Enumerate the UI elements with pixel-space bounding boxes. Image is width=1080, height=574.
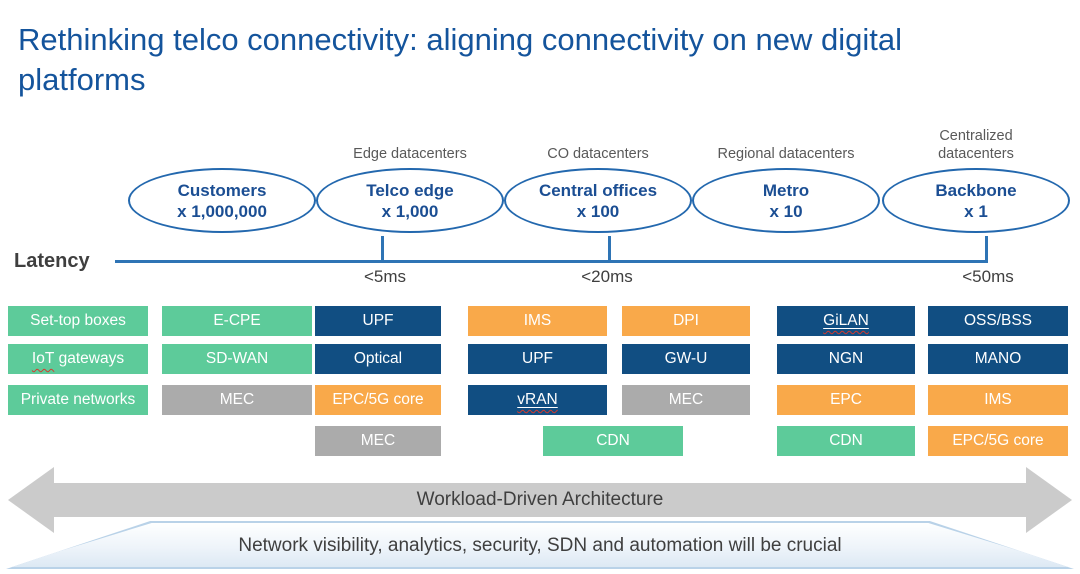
function-box-vran: vRAN [468,385,607,415]
function-box-gw-u: GW-U [622,344,750,374]
tier-ellipse-backbone: Backbone x 1 [882,168,1070,233]
spellcheck-underline: IoT [31,350,55,367]
tier-name: Backbone [935,180,1017,200]
latency-tick-20ms: <20ms [581,267,633,286]
footer-banner: Network visibility, analytics, security,… [6,521,1074,569]
slide-title: Rethinking telco connectivity: aligning … [18,22,902,97]
tier-name: Metro [762,180,810,200]
label-rest: gateways [54,350,125,367]
latency-axis-line [115,260,988,263]
function-box-gilan: GiLAN [777,306,915,336]
tier-ellipse-metro: Metro x 10 [692,168,880,233]
datacenter-label-co: CO datacenters [547,145,649,162]
latency-tick-mark [985,236,988,261]
tier-multiplier: x 1,000 [381,201,439,221]
tier-ellipse-customers: Customers x 1,000,000 [128,168,316,233]
tier-name: Customers [177,180,267,200]
function-box-epc: EPC [777,385,915,415]
arrow-right-head-icon [1026,467,1072,533]
latency-tick-50ms: <50ms [962,267,1014,286]
tier-multiplier: x 10 [769,201,803,221]
datacenter-label-regional: Regional datacenters [717,145,855,162]
tier-ellipse-telco-edge: Telco edge x 1,000 [316,168,504,233]
latency-axis-label: Latency [14,250,90,272]
datacenter-label-edge: Edge datacenters [353,145,467,162]
function-box-mec: MEC [622,385,750,415]
datacenter-label-centralized: Centralized datacenters [938,127,1014,162]
function-box-mec: MEC [162,385,312,415]
workload-arrow: Workload-Driven Architecture [52,483,1028,517]
function-box-private-networks: Private networks [8,385,148,415]
function-box-epc-5g-core: EPC/5G core [315,385,441,415]
function-box-upf: UPF [468,344,607,374]
function-box-oss-bss: OSS/BSS [928,306,1068,336]
latency-tick-mark [608,236,611,261]
function-box-dpi: DPI [622,306,750,336]
function-box-e-cpe: E-CPE [162,306,312,336]
function-box-ims: IMS [468,306,607,336]
function-box-mec: MEC [315,426,441,456]
spellcheck-underline: GiLAN [823,312,869,329]
spellcheck-underline: vRAN [517,391,558,408]
footer-banner-fill [8,523,1072,567]
function-box-sd-wan: SD-WAN [162,344,312,374]
function-box-ngn: NGN [777,344,915,374]
workload-arrow-label: Workload-Driven Architecture [416,489,664,510]
function-box-optical: Optical [315,344,441,374]
tier-multiplier: x 1 [964,201,988,221]
function-box-ims: IMS [928,385,1068,415]
tier-multiplier: x 1,000,000 [177,201,267,221]
function-box-cdn: CDN [543,426,683,456]
function-box-set-top-boxes: Set-top boxes [8,306,148,336]
tier-name: Central offices [538,180,658,200]
arrow-left-head-icon [8,467,54,533]
tier-name: Telco edge [366,180,454,200]
tier-multiplier: x 100 [576,201,620,221]
function-box-iot-gateways: IoT gateways [8,344,148,374]
function-box-mano: MANO [928,344,1068,374]
footer-banner-label: Network visibility, analytics, security,… [238,535,842,556]
function-box-epc-5g-core: EPC/5G core [928,426,1068,456]
tier-ellipse-central-offices: Central offices x 100 [504,168,692,233]
function-box-cdn: CDN [777,426,915,456]
function-box-upf: UPF [315,306,441,336]
latency-tick-mark [381,236,384,261]
latency-tick-5ms: <5ms [363,267,407,286]
